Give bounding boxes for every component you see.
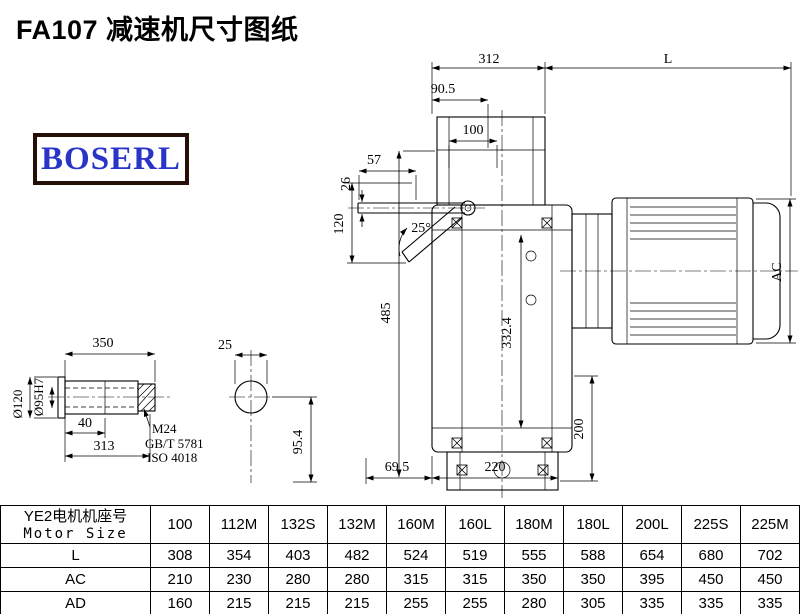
motor-size-header-en: Motor Size: [23, 525, 128, 542]
motor-size-header-cn: YE2电机机座号: [23, 507, 128, 525]
dim-L-label: L: [664, 52, 673, 67]
shaft-detail-view: [48, 376, 172, 419]
dim-value-cell: 450: [740, 567, 800, 592]
motor-size-column-header: 160M: [386, 505, 446, 544]
dim-332-4-label: 332.4: [500, 317, 515, 349]
motor-size-column-header: 225M: [740, 505, 800, 544]
dim-AC-label: AC: [770, 262, 785, 281]
dia-95h7-label: Ø95H7: [31, 377, 46, 416]
bolt-marker: [537, 464, 549, 476]
bolt-marker: [456, 464, 468, 476]
bolt-marker: [541, 217, 553, 229]
shaft-end-view: [229, 350, 273, 483]
dim-value-cell: 519: [445, 543, 505, 568]
row-label: AC: [0, 567, 151, 592]
motor-size-column-header: 100: [150, 505, 210, 544]
dim-26-label: 26: [339, 177, 354, 191]
dim-value-cell: 335: [740, 591, 800, 614]
dim-value-cell: 588: [563, 543, 623, 568]
motor-size-column-header: 180M: [504, 505, 564, 544]
dim-value-cell: 403: [268, 543, 328, 568]
iso-standard-label: ISO 4018: [147, 450, 197, 465]
dim-value-cell: 315: [445, 567, 505, 592]
dim-90-5-label: 90.5: [431, 82, 456, 97]
motor-size-column-header: 200L: [622, 505, 682, 544]
dim-value-cell: 215: [268, 591, 328, 614]
motor: [560, 197, 798, 345]
dim-value-cell: 230: [209, 567, 269, 592]
dim-value-cell: 280: [504, 591, 564, 614]
dim-120-label: 120: [332, 214, 347, 235]
dim-value-cell: 255: [386, 591, 446, 614]
dim-value-cell: 702: [740, 543, 800, 568]
dim-350-label: 350: [93, 336, 114, 351]
dim-313-label: 313: [94, 439, 115, 454]
dim-value-cell: 482: [327, 543, 387, 568]
dim-value-cell: 335: [622, 591, 682, 614]
motor-size-header: YE2电机机座号 Motor Size: [0, 505, 151, 544]
dim-25-label: 25: [218, 338, 232, 353]
dim-value-cell: 255: [445, 591, 505, 614]
dim-value-cell: 350: [563, 567, 623, 592]
boserl-logo: BOSERL: [33, 133, 189, 185]
dim-value-cell: 280: [268, 567, 328, 592]
dim-69-5-label: 69.5: [385, 460, 410, 475]
dia-120-label: Ø120: [10, 390, 25, 419]
dim-value-cell: 354: [209, 543, 269, 568]
boserl-logo-text: BOSERL: [41, 140, 181, 177]
dim-value-cell: 210: [150, 567, 210, 592]
dim-angle-label: 25°: [411, 221, 431, 236]
bolt-marker: [451, 437, 463, 449]
page-title: FA107 减速机尺寸图纸: [16, 15, 299, 45]
dim-value-cell: 305: [563, 591, 623, 614]
dim-value-cell: 160: [150, 591, 210, 614]
thread-callout-label: M24: [152, 421, 177, 436]
dim-value-cell: 335: [681, 591, 741, 614]
motor-size-column-header: 132M: [327, 505, 387, 544]
dim-100-label: 100: [463, 123, 484, 138]
dim-value-cell: 308: [150, 543, 210, 568]
dim-value-cell: 680: [681, 543, 741, 568]
dim-value-cell: 215: [327, 591, 387, 614]
motor-size-column-header: 132S: [268, 505, 328, 544]
motor-size-column-header: 112M: [209, 505, 269, 544]
dim-value-cell: 215: [209, 591, 269, 614]
bolt-marker: [541, 437, 553, 449]
gearbox-housing: [348, 110, 573, 498]
dim-40-label: 40: [78, 416, 92, 431]
dim-485-label: 485: [379, 303, 394, 324]
motor-size-column-header: 180L: [563, 505, 623, 544]
dim-value-cell: 524: [386, 543, 446, 568]
row-label: AD: [0, 591, 151, 614]
dimension-drawing: 312 L 90.5 100 57 26 120 25° 485 332.4 A…: [10, 52, 798, 498]
dim-value-cell: 350: [504, 567, 564, 592]
dim-95-4-label: 95.4: [291, 430, 306, 455]
dimension-lines: [27, 62, 796, 484]
dim-220-label: 220: [485, 460, 506, 475]
row-label: L: [0, 543, 151, 568]
motor-size-column-header: 225S: [681, 505, 741, 544]
dim-value-cell: 450: [681, 567, 741, 592]
dim-value-cell: 654: [622, 543, 682, 568]
gb-standard-label: GB/T 5781: [145, 436, 204, 451]
dim-value-cell: 315: [386, 567, 446, 592]
dim-value-cell: 555: [504, 543, 564, 568]
dim-value-cell: 395: [622, 567, 682, 592]
dim-value-cell: 280: [327, 567, 387, 592]
dim-312-label: 312: [479, 52, 500, 67]
motor-size-column-header: 160L: [445, 505, 505, 544]
bolt-marker: [451, 217, 463, 229]
dim-200-label: 200: [572, 419, 587, 440]
dim-57-label: 57: [367, 153, 381, 168]
dimension-labels: 312 L 90.5 100 57 26 120 25° 485 332.4 A…: [10, 52, 785, 475]
